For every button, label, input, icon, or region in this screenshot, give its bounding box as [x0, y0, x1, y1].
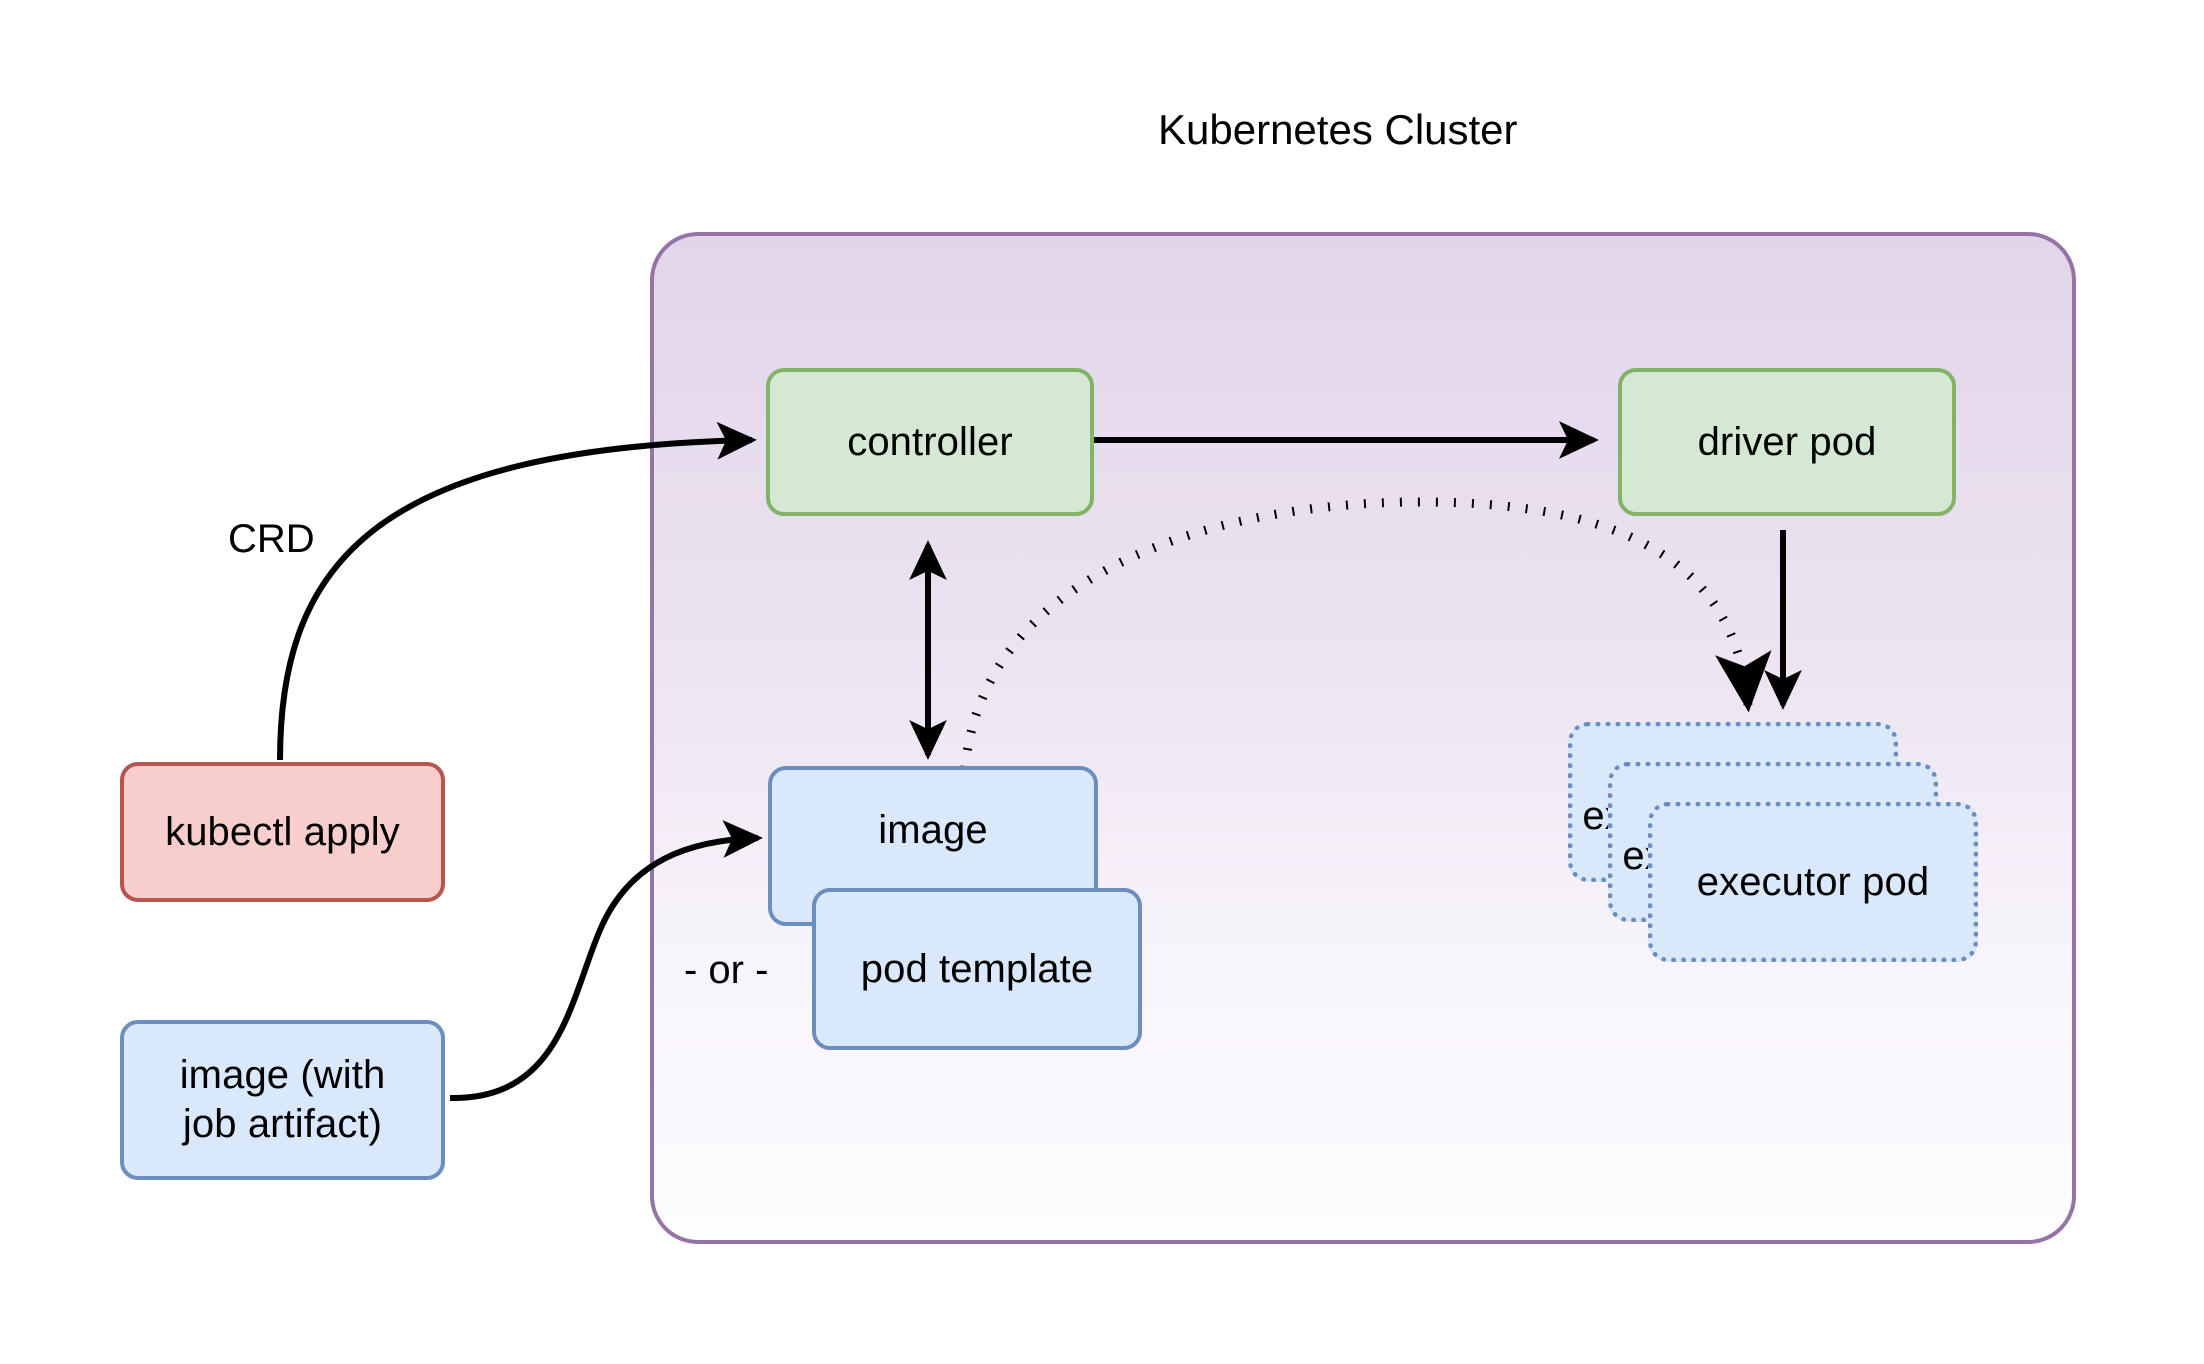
node-controller[interactable]: controller: [766, 368, 1094, 516]
cluster-title: Kubernetes Cluster: [1158, 106, 1518, 153]
node-image-with-job-artifact[interactable]: image (with job artifact): [120, 1020, 445, 1180]
node-driver-pod-label: driver pod: [1697, 419, 1877, 464]
node-executor-pod-front-label: executor pod: [1696, 859, 1930, 904]
node-driver-pod[interactable]: driver pod: [1618, 368, 1956, 516]
edge-label-crd: CRD: [228, 517, 315, 561]
node-image-with-job-artifact-line2: job artifact): [182, 1102, 383, 1146]
node-executor-pod-front[interactable]: executor pod: [1648, 802, 1978, 962]
node-kubectl-apply-label: kubectl apply: [165, 809, 400, 854]
node-pod-template-label: pod template: [860, 946, 1094, 991]
node-image-with-job-artifact-line1: image (with: [179, 1053, 386, 1098]
edge-label-or: - or -: [684, 948, 769, 992]
node-controller-label: controller: [847, 419, 1013, 464]
node-pod-template[interactable]: pod template: [812, 888, 1142, 1050]
node-kubectl-apply[interactable]: kubectl apply: [120, 762, 445, 902]
node-image-label: image: [878, 807, 988, 852]
